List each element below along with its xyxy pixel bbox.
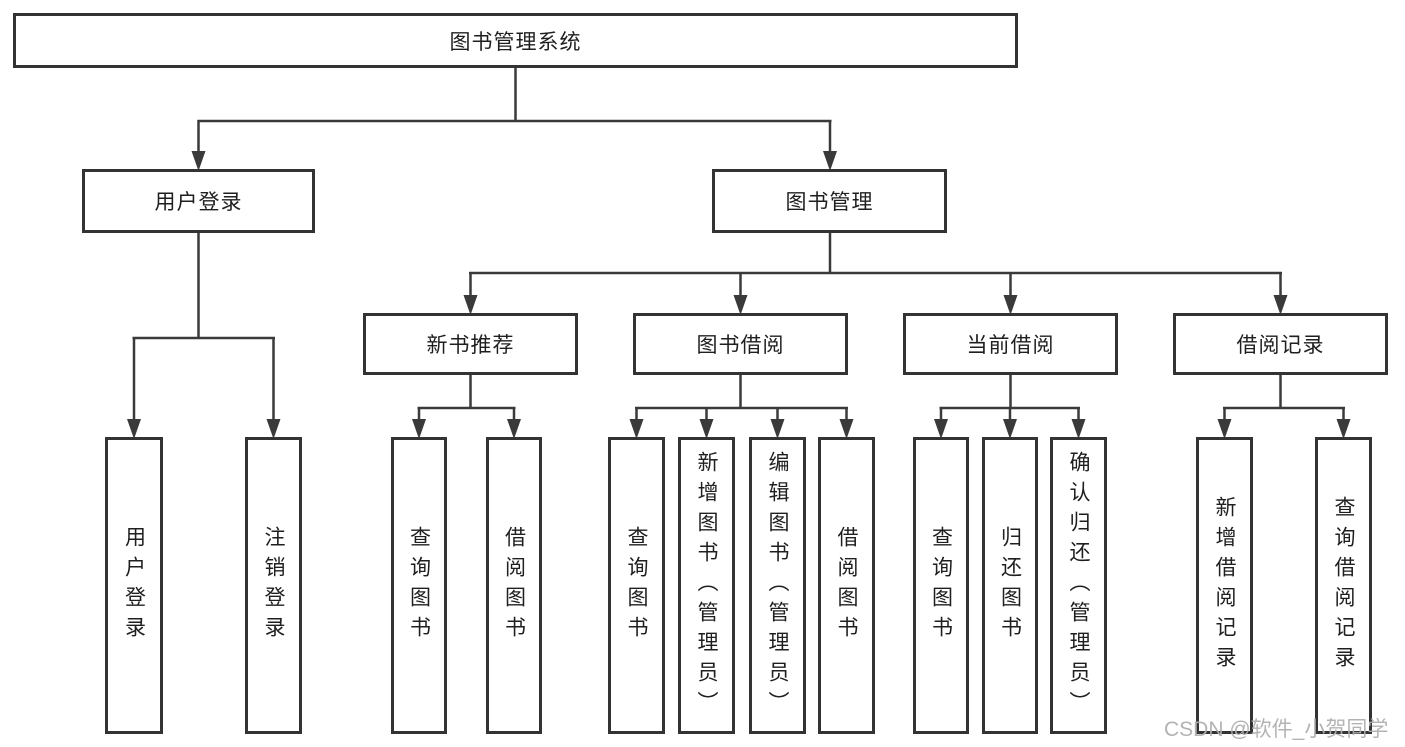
node-user-login-label: 用户登录 <box>154 191 243 214</box>
node-current-borrowing: 当前借阅 <box>903 313 1118 375</box>
node-new-book-recommendation-label: 新书推荐 <box>426 334 515 357</box>
node-book-borrowing-label: 图书借阅 <box>696 334 785 357</box>
node-leaf-bb-query-books-label: 查询图书 <box>625 525 648 646</box>
node-leaf-bb-query-books: 查询图书 <box>608 437 665 734</box>
node-leaf-logout-label: 注销登录 <box>262 525 285 646</box>
node-leaf-br-add-record: 新增借阅记录 <box>1196 437 1253 734</box>
node-root: 图书管理系统 <box>13 13 1018 68</box>
node-book-management-label: 图书管理 <box>785 191 874 214</box>
node-book-borrowing: 图书借阅 <box>633 313 848 375</box>
watermark: CSDN @软件_小贺同学 <box>1164 718 1389 741</box>
node-current-borrowing-label: 当前借阅 <box>966 334 1055 357</box>
connector-arrowheads <box>127 151 1351 439</box>
node-leaf-cb-return-books-label: 归还图书 <box>998 525 1022 646</box>
node-leaf-cb-query-books-label: 查询图书 <box>929 525 953 646</box>
node-leaf-bb-borrow-books-label: 借阅图书 <box>835 525 858 646</box>
node-leaf-bb-edit-books-admin: 编辑图书（管理员） <box>749 437 806 734</box>
node-leaf-rec-borrow-books-label: 借阅图书 <box>502 525 526 646</box>
node-leaf-rec-query-books: 查询图书 <box>391 437 447 734</box>
node-leaf-rec-borrow-books: 借阅图书 <box>486 437 542 734</box>
node-leaf-bb-add-books-admin: 新增图书（管理员） <box>678 437 735 734</box>
node-leaf-bb-borrow-books: 借阅图书 <box>818 437 875 734</box>
node-leaf-logout: 注销登录 <box>245 437 302 734</box>
node-leaf-cb-confirm-return-admin: 确认归还（管理员） <box>1050 437 1107 734</box>
node-leaf-rec-query-books-label: 查询图书 <box>407 525 431 646</box>
node-leaf-br-query-record: 查询借阅记录 <box>1315 437 1372 734</box>
node-leaf-br-query-record-label: 查询借阅记录 <box>1332 495 1355 676</box>
node-new-book-recommendation: 新书推荐 <box>363 313 578 375</box>
node-borrowing-records-label: 借阅记录 <box>1236 334 1325 357</box>
node-leaf-user-login: 用户登录 <box>105 437 163 734</box>
node-leaf-bb-edit-books-admin-label: 编辑图书（管理员） <box>766 450 789 721</box>
connector-lines <box>132 68 1345 421</box>
node-root-label: 图书管理系统 <box>449 30 582 54</box>
node-leaf-user-login-label: 用户登录 <box>122 525 146 646</box>
node-leaf-cb-query-books: 查询图书 <box>913 437 969 734</box>
node-leaf-cb-return-books: 归还图书 <box>982 437 1038 734</box>
node-leaf-br-add-record-label: 新增借阅记录 <box>1213 495 1236 676</box>
node-leaf-bb-add-books-admin-label: 新增图书（管理员） <box>695 450 718 721</box>
node-borrowing-records: 借阅记录 <box>1173 313 1388 375</box>
node-book-management: 图书管理 <box>712 169 947 233</box>
node-user-login: 用户登录 <box>82 169 315 233</box>
node-leaf-cb-confirm-return-admin-label: 确认归还（管理员） <box>1067 450 1090 721</box>
